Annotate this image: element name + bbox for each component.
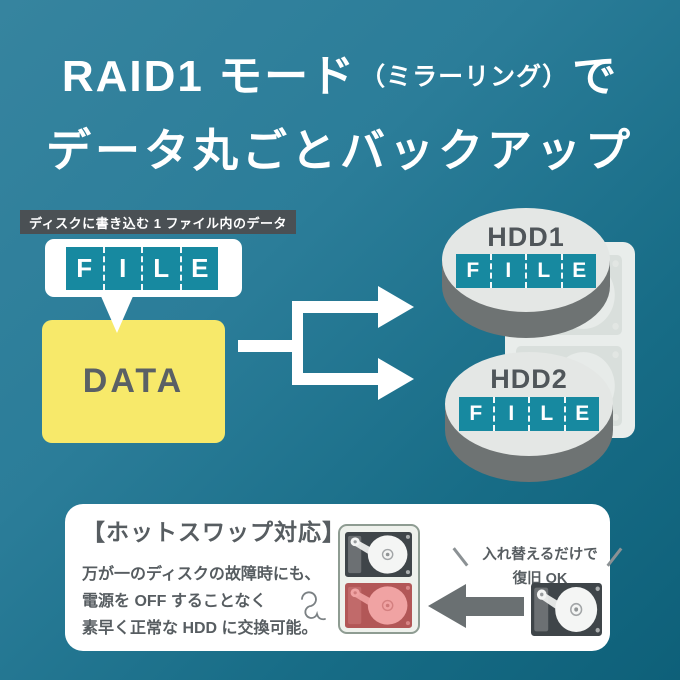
file-letter: F <box>76 253 93 283</box>
file-letter: I <box>492 397 529 431</box>
file-letter: L <box>525 254 561 288</box>
hotswap-body-text: 万が一のディスクの故障時にも、 電源を OFF することなく 素早く正常な HD… <box>82 561 320 642</box>
hotswap-body-line: 素早く正常な HDD に交換可能。 <box>82 620 318 637</box>
file-letter: L <box>528 397 564 431</box>
title-de: で <box>572 52 619 101</box>
hotswap-body-line: 電源を OFF することなく <box>82 593 267 610</box>
hotswap-panel <box>65 504 610 651</box>
hdd2-file-box: F I L E <box>459 397 599 431</box>
data-box-label: DATA <box>82 362 185 400</box>
hotswap-heading: 【ホットスワップ対応】 <box>82 519 346 545</box>
file-letter: E <box>563 397 600 431</box>
branch-right-arrows-icon <box>238 286 414 400</box>
file-letter: F <box>469 402 483 425</box>
hdd2-label: HDD2 <box>490 364 568 394</box>
title-mirroring-paren: （ミラーリング） <box>360 63 569 91</box>
title-line-2: データ丸ごとバックアップ <box>45 125 634 176</box>
file-letter: I <box>489 254 526 288</box>
speech-bubble-tail <box>100 294 134 333</box>
file-letter: E <box>560 254 597 288</box>
title-raid1-mode: RAID1 モード <box>61 52 357 101</box>
hotswap-body-line: 万が一のディスクの故障時にも、 <box>82 566 321 583</box>
page-title: RAID1 モード （ミラーリング） で データ丸ごとバックアップ <box>0 40 680 179</box>
hdd1-file-box: F I L E <box>456 254 596 288</box>
data-box: DATA <box>42 320 225 443</box>
squiggle-doodle-icon <box>301 591 326 621</box>
hdd1-label: HDD1 <box>487 222 565 252</box>
source-data-label: ディスクに書き込む 1 ファイル内のデータ <box>20 210 297 234</box>
file-letter: F <box>466 259 480 282</box>
swap-note-line1: 入れ替えるだけで <box>482 547 598 563</box>
file-segment-box: F I L E <box>66 247 218 290</box>
file-letter: I <box>102 247 142 290</box>
healthy-drive-icon <box>345 532 412 577</box>
title-line-1: RAID1 モード （ミラーリング） で <box>0 40 680 104</box>
file-letter: E <box>179 247 219 290</box>
arrow-left-icon <box>428 584 524 628</box>
spare-drive-icon <box>531 583 602 636</box>
file-letter: L <box>141 247 180 290</box>
failed-drive-icon <box>345 583 412 628</box>
